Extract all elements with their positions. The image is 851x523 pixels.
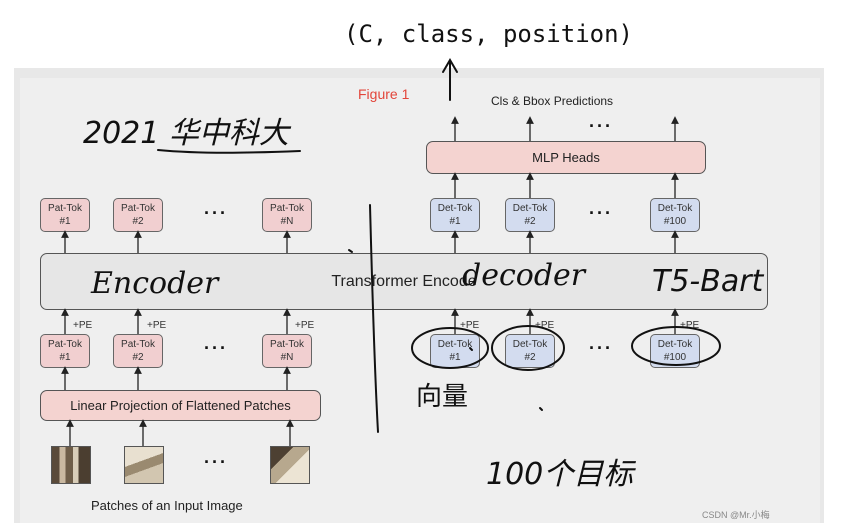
pe-label: +PE — [295, 320, 315, 331]
pat-token-index: #N — [280, 216, 294, 227]
pat-token-bottom-1: Pat-Tok #1 — [40, 334, 90, 368]
mlp-heads-box: MLP Heads — [426, 141, 706, 174]
linear-projection-label: Linear Projection of Flattened Patches — [70, 398, 291, 413]
image-patch-2 — [124, 446, 164, 484]
ellipsis-det-top: ··· — [589, 203, 613, 223]
det-token-index: #2 — [524, 216, 536, 227]
pe-label: +PE — [460, 320, 480, 331]
pat-token-index: #1 — [59, 216, 71, 227]
ellipsis-pat-top: ··· — [204, 203, 228, 223]
image-patch-n — [270, 446, 310, 484]
det-token-name: Det-Tok — [437, 339, 473, 350]
det-token-name: Det-Tok — [657, 203, 693, 214]
watermark: CSDN @Mr.小梅 — [702, 510, 770, 520]
pat-token-index: #2 — [132, 216, 144, 227]
pat-token-top-1: Pat-Tok #1 — [40, 198, 90, 232]
transformer-encoder-label: Transformer Encode — [331, 273, 477, 290]
handwritten-year-note: 2021 华中科大 — [83, 116, 289, 151]
input-caption: Patches of an Input Image — [91, 498, 243, 513]
det-token-index: #1 — [449, 352, 461, 363]
det-token-bottom-3: Det-Tok #100 — [650, 334, 700, 368]
handwritten-t5-note: T5-Bart — [652, 264, 764, 299]
pat-token-index: #1 — [59, 352, 71, 363]
pat-token-name: Pat-Tok — [48, 203, 82, 214]
det-token-index: #100 — [663, 352, 687, 363]
handwritten-count-note: 100个目标 — [486, 457, 634, 492]
ellipsis-patches: ··· — [204, 452, 228, 472]
det-token-top-3: Det-Tok #100 — [650, 198, 700, 232]
image-patch-1 — [51, 446, 91, 484]
det-token-name: Det-Tok — [512, 203, 548, 214]
pat-token-name: Pat-Tok — [270, 339, 304, 350]
ellipsis-det-bottom: ··· — [589, 338, 613, 358]
pat-token-index: #2 — [132, 352, 144, 363]
handwritten-vector-note: 向量 — [416, 382, 469, 412]
ellipsis-pat-bottom: ··· — [204, 338, 228, 358]
handwritten-encoder-note: Encoder — [91, 266, 219, 301]
figure-label: Figure 1 — [358, 86, 410, 102]
det-token-index: #100 — [663, 216, 687, 227]
handwritten-output-note: (C, class, position) — [344, 20, 633, 48]
det-token-name: Det-Tok — [437, 203, 473, 214]
pat-token-name: Pat-Tok — [270, 203, 304, 214]
handwritten-decoder-note: decoder — [462, 258, 586, 293]
transformer-encoder-box: Transformer Encode — [40, 253, 768, 310]
det-token-name: Det-Tok — [512, 339, 548, 350]
pe-label: +PE — [535, 320, 555, 331]
pat-token-top-2: Pat-Tok #2 — [113, 198, 163, 232]
det-token-index: #2 — [524, 352, 536, 363]
output-caption: Cls & Bbox Predictions — [491, 94, 614, 108]
pat-token-index: #N — [280, 352, 294, 363]
mlp-heads-label: MLP Heads — [532, 150, 600, 165]
pat-token-name: Pat-Tok — [48, 339, 82, 350]
pe-label: +PE — [73, 320, 93, 331]
pat-token-bottom-2: Pat-Tok #2 — [113, 334, 163, 368]
det-token-index: #1 — [449, 216, 461, 227]
det-token-name: Det-Tok — [657, 339, 693, 350]
pat-token-name: Pat-Tok — [121, 339, 155, 350]
ellipsis-predictions: ··· — [589, 116, 613, 136]
det-token-bottom-2: Det-Tok #2 — [505, 334, 555, 368]
pe-label: +PE — [680, 320, 700, 331]
linear-projection-box: Linear Projection of Flattened Patches — [40, 390, 321, 421]
det-token-top-1: Det-Tok #1 — [430, 198, 480, 232]
pe-label: +PE — [147, 320, 167, 331]
pat-token-name: Pat-Tok — [121, 203, 155, 214]
